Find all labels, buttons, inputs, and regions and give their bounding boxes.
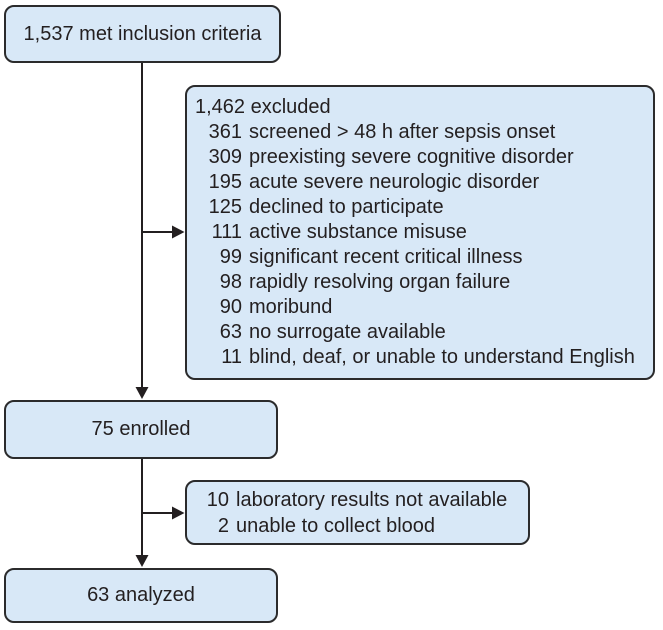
exclusion-item-count: 111 — [211, 221, 242, 243]
exclusion-item-count: 195 — [208, 171, 242, 193]
exclusion-item-reason: rapidly resolving organ failure — [249, 271, 511, 293]
exclusion-item: 361 screened > 48 h after sepsis onset — [195, 120, 643, 145]
exclusion-item-reason: active substance misuse — [249, 221, 467, 243]
exclusion-item: 2 unable to collect blood — [195, 513, 518, 539]
exclusion-item: 63 no surrogate available — [195, 320, 643, 345]
exclusion-item-count: 125 — [208, 196, 242, 218]
enrolled-box: 75 enrolled — [4, 400, 278, 459]
exclusion-item-reason: screened > 48 h after sepsis onset — [249, 121, 556, 143]
exclusion-item-count: 90 — [219, 296, 242, 318]
exclusion-item: 99 significant recent critical illness — [195, 245, 643, 270]
exclusion-item: 98 rapidly resolving organ failure — [195, 270, 643, 295]
exclusion-item-count: 309 — [208, 146, 242, 168]
exclusion-item-reason: moribund — [249, 296, 333, 318]
exclusion-item: 309 preexisting severe cognitive disorde… — [195, 145, 643, 170]
exclusion-item-reason: declined to participate — [249, 196, 444, 218]
exclusion-item-reason: no surrogate available — [249, 321, 446, 343]
exclusion-item-count: 361 — [208, 121, 242, 143]
exclusion-item-count: 99 — [219, 246, 242, 268]
exclusion-item-reason: acute severe neurologic disorder — [249, 171, 540, 193]
exclusion-item: 195 acute severe neurologic disorder — [195, 170, 643, 195]
exclusion-item-count: 2 — [217, 515, 229, 537]
exclusion-item-reason: preexisting severe cognitive disorder — [249, 146, 574, 168]
analyzed-box: 63 analyzed — [4, 568, 278, 623]
exclusion-item: 125 declined to participate — [195, 195, 643, 220]
exclusion-item-reason: laboratory results not available — [236, 489, 508, 511]
exclusion-main-box: 1,462 excluded 361 screened > 48 h after… — [185, 85, 655, 380]
exclusion-item-reason: significant recent critical illness — [249, 246, 523, 268]
exclusion-item: 11 blind, deaf, or unable to understand … — [195, 345, 643, 370]
enrolled-label: 75 enrolled — [91, 418, 191, 440]
exclusion-secondary-box: 10 laboratory results not available 2 un… — [185, 480, 530, 545]
exclusion-item: 111 active substance misuse — [195, 220, 643, 245]
inclusion-criteria-box: 1,537 met inclusion criteria — [4, 5, 281, 63]
arrowhead-down-enrolled — [135, 387, 149, 399]
analyzed-label: 63 analyzed — [87, 584, 195, 606]
exclusion-item-count: 11 — [221, 346, 242, 368]
exclusion-main-header: 1,462 excluded — [195, 96, 331, 118]
exclusion-item-count: 63 — [219, 321, 242, 343]
arrowhead-down-analyzed — [135, 555, 149, 567]
exclusion-item-count: 10 — [206, 489, 229, 511]
arrowhead-right-exclusion-main — [172, 225, 185, 239]
exclusion-item: 10 laboratory results not available — [195, 487, 518, 513]
exclusion-item-reason: unable to collect blood — [236, 515, 436, 537]
exclusion-item: 90 moribund — [195, 295, 643, 320]
exclusion-item-count: 98 — [219, 271, 242, 293]
exclusion-item-reason: blind, deaf, or unable to understand Eng… — [249, 346, 635, 368]
arrowhead-right-exclusion-secondary — [172, 506, 185, 520]
inclusion-criteria-label: 1,537 met inclusion criteria — [23, 22, 262, 45]
